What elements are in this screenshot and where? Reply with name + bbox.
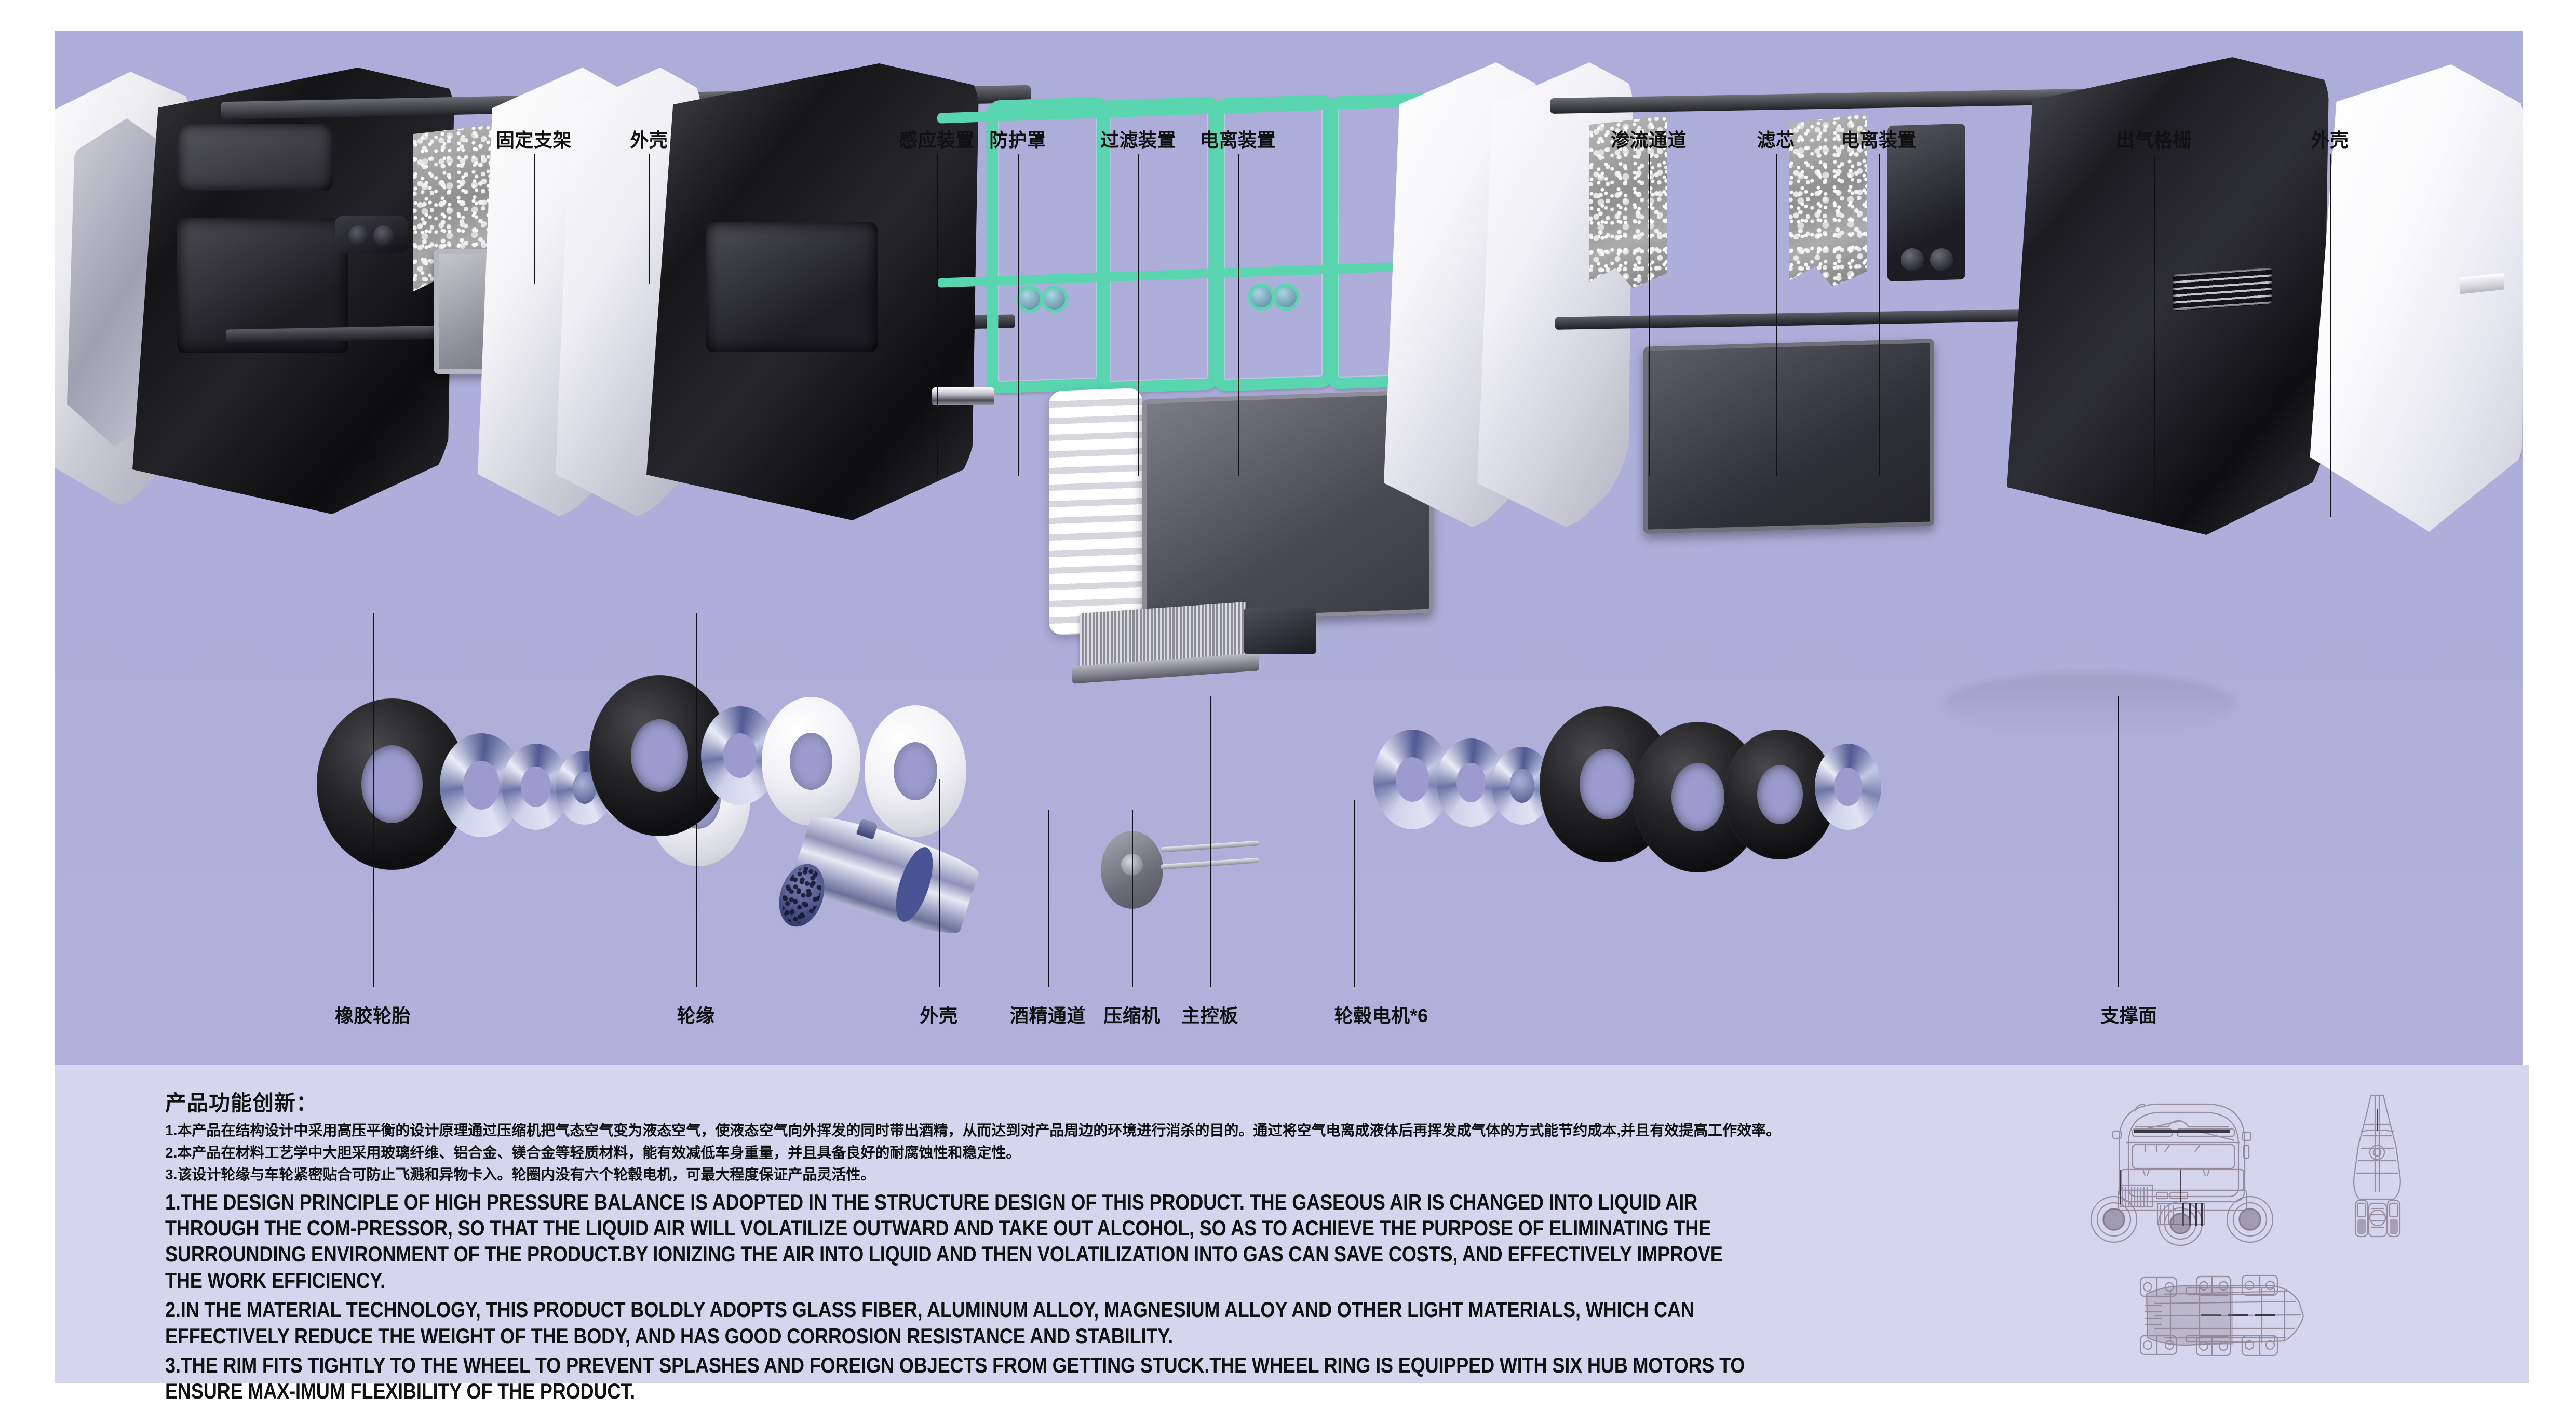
callout-leader-bottom-0 <box>373 613 374 987</box>
rubber-tyre-left <box>317 698 467 870</box>
callout-leader-bottom-2 <box>939 779 940 987</box>
callout-leader-bottom-1 <box>696 613 697 987</box>
en-paragraph-3: 3.THE RIM FITS TIGHTLY TO THE WHEEL TO P… <box>165 1352 1745 1404</box>
green-port-d <box>1273 284 1300 311</box>
callout-label-top-4: 过滤装置 <box>1100 129 1177 151</box>
shell-outer-right-white <box>2310 64 2523 532</box>
green-port-b <box>1041 286 1068 313</box>
callout-label-top-9: 出气格栅 <box>2115 129 2192 151</box>
callout-label-top-6: 渗流通道 <box>1610 129 1687 151</box>
callout-label-bottom-3: 酒精通道 <box>1009 1005 1086 1026</box>
callout-leader-top-3 <box>1018 154 1019 476</box>
side-view-wireframe <box>2079 1091 2286 1246</box>
callout-label-top-5: 电离装置 <box>1199 129 1276 151</box>
exhaust-grille <box>2173 267 2272 311</box>
callout-leader-top-10 <box>2330 154 2331 517</box>
callout-label-bottom-6: 轮毂电机*6 <box>1334 1005 1428 1026</box>
callout-label-top-2: 感应装置 <box>898 129 975 151</box>
wheel-rim-3 <box>865 705 966 837</box>
callout-label-top-0: 固定支架 <box>495 129 572 151</box>
callout-leader-top-8 <box>1879 154 1880 476</box>
callout-label-bottom-4: 压缩机 <box>1103 1005 1161 1026</box>
callout-leader-top-2 <box>937 154 938 476</box>
en-paragraph-1: 1.THE DESIGN PRINCIPLE OF HIGH PRESSURE … <box>165 1189 1723 1293</box>
hub-motor-7 <box>1815 744 1881 830</box>
chrome-connector <box>932 387 994 405</box>
sensor-device <box>335 216 408 253</box>
callout-leader-bottom-3 <box>1048 810 1049 987</box>
ionizer-port-a <box>1901 248 1924 271</box>
callout-leader-bottom-6 <box>1354 800 1355 987</box>
wheel-rim-2 <box>762 697 860 826</box>
callout-label-bottom-1: 轮缘 <box>677 1005 715 1026</box>
callout-label-top-1: 外壳 <box>630 129 668 151</box>
housing-panel-right <box>1643 339 1934 534</box>
shell-dark-1-window-top <box>177 124 333 191</box>
callout-leader-top-4 <box>1138 154 1139 476</box>
callout-leader-top-6 <box>1649 154 1650 476</box>
callout-label-bottom-5: 主控板 <box>1181 1005 1238 1026</box>
percolation-duct <box>1049 387 1142 636</box>
en-paragraph-2: 2.IN THE MATERIAL TECHNOLOGY, THIS PRODU… <box>165 1297 1694 1348</box>
callout-leader-top-1 <box>649 154 650 284</box>
top-view-wireframe <box>2108 1262 2339 1371</box>
sensor-lens-b <box>373 225 394 246</box>
cn-line-2: 2.本产品在材料工艺学中大胆采用玻璃纤维、铝合金、镁合金等轻质材料，能有效减低车… <box>165 1144 1021 1161</box>
green-port-c <box>1248 284 1275 311</box>
callout-leader-bottom-7 <box>2118 696 2119 987</box>
callout-label-bottom-2: 外壳 <box>920 1005 958 1026</box>
callout-label-bottom-7: 支撑面 <box>2100 1005 2157 1026</box>
description-panel-edge-strip <box>2523 1065 2529 1383</box>
front-view-wireframe <box>2321 1088 2433 1246</box>
callout-label-top-10: 外壳 <box>2311 129 2349 151</box>
callout-label-top-3: 防护罩 <box>989 129 1046 151</box>
product-innovation-text: 产品功能创新： 1.本产品在结构设计中采用高压平衡的设计原理通过压缩机把气态空气… <box>165 1085 2014 1405</box>
green-port-a <box>1016 286 1043 313</box>
callout-leader-top-0 <box>534 154 535 284</box>
sensor-lens-a <box>348 225 369 246</box>
callout-label-bottom-0: 橡胶轮胎 <box>334 1005 411 1026</box>
ionizer-port-b <box>1930 248 1953 271</box>
callout-leader-bottom-5 <box>1210 696 1211 987</box>
cn-line-1: 1.本产品在结构设计中采用高压平衡的设计原理通过压缩机把气态空气变为液态空气，使… <box>165 1122 1781 1138</box>
callout-leader-top-5 <box>1238 154 1239 476</box>
callout-leader-top-9 <box>2154 154 2155 517</box>
callout-label-top-7: 滤芯 <box>1757 129 1795 151</box>
callout-label-top-8: 电离装置 <box>1840 129 1917 151</box>
shell-dark-2-window <box>706 222 878 352</box>
cn-line-3: 3.该设计轮缘与车轮紧密贴合可防止飞溅和异物卡入。轮圈内没有六个轮毂电机，可最大… <box>165 1166 875 1183</box>
callout-leader-top-7 <box>1776 154 1777 476</box>
support-surface <box>1945 673 2235 735</box>
callout-leader-bottom-4 <box>1132 810 1133 987</box>
exploded-assembly-render <box>55 31 2523 1065</box>
control-module-box <box>1244 608 1316 654</box>
cn-heading: 产品功能创新： <box>165 1091 318 1115</box>
shell-dark-rear <box>2007 57 2329 535</box>
